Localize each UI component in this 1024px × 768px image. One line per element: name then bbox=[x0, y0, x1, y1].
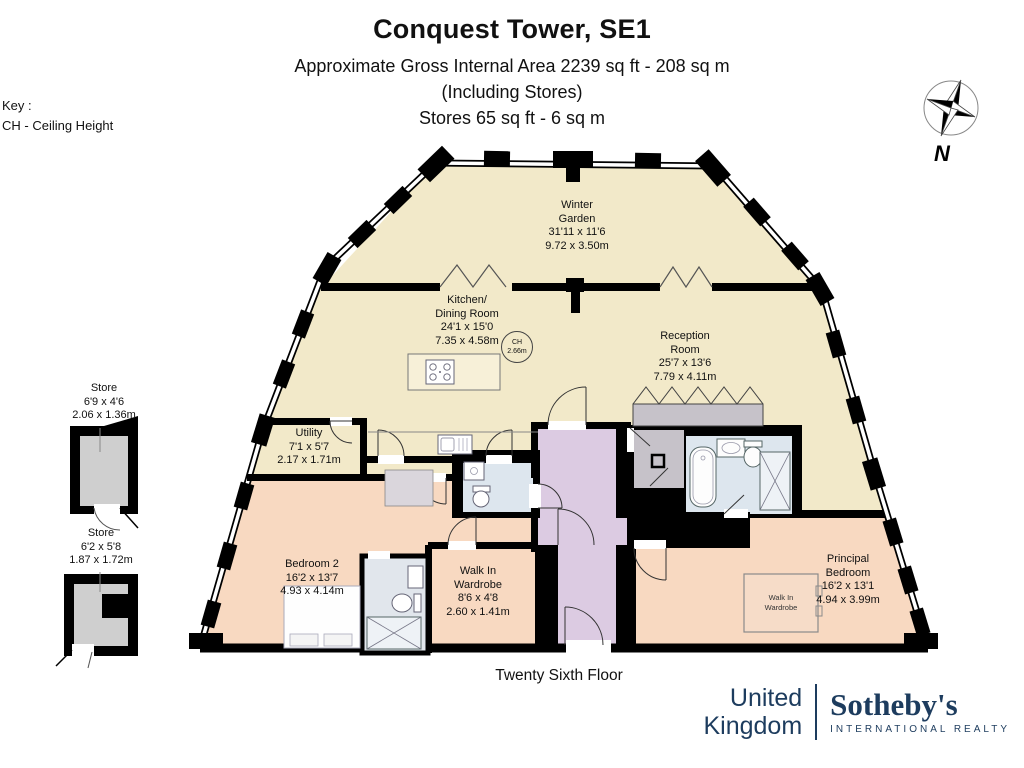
brand-wordmark: Sotheby's INTERNATIONAL REALTY bbox=[830, 687, 1010, 736]
store-lower-label: Store 6'2 x 5'8 1.87 x 1.72m bbox=[69, 527, 133, 566]
reception-label: Reception Room 25'7 x 13'6 7.79 x 4.11m bbox=[653, 330, 717, 383]
fridge-unit bbox=[384, 469, 434, 507]
store-structures bbox=[55, 416, 139, 669]
subtitle-including: (Including Stores) bbox=[441, 82, 583, 102]
subtitle-area: Approximate Gross Internal Area 2239 sq … bbox=[294, 56, 730, 76]
bedroom2-label: Bedroom 2 16'2 x 13'7 4.93 x 4.14m bbox=[280, 558, 344, 597]
bath-basin-icon bbox=[716, 438, 746, 458]
ensuite-toilet-tank bbox=[413, 593, 422, 613]
brand-subtitle: INTERNATIONAL REALTY bbox=[830, 724, 1010, 735]
sofa bbox=[632, 403, 764, 427]
brand-divider bbox=[815, 684, 818, 740]
winter-garden-area bbox=[321, 163, 820, 288]
brand-name: Sotheby's bbox=[830, 687, 958, 722]
structural-pillars bbox=[189, 145, 938, 649]
bath-toilet-tank bbox=[743, 440, 763, 448]
utility-label: Utility 7'1 x 5'7 2.17 x 1.71m bbox=[277, 427, 341, 466]
kitchen-dining-label: Kitchen/ Dining Room 24'1 x 15'0 7.35 x … bbox=[435, 294, 499, 347]
legend-key: Key : CH - Ceiling Height bbox=[2, 96, 113, 136]
walk-in-wardrobe-label: Walk In Wardrobe 8'6 x 4'8 2.60 x 1.41m bbox=[446, 565, 510, 618]
key-entry-ceiling-height: CH - Ceiling Height bbox=[2, 118, 114, 133]
bath-toilet-icon bbox=[743, 446, 763, 468]
compass-icon: N bbox=[923, 79, 979, 166]
floor-name-label: Twenty Sixth Floor bbox=[495, 667, 623, 684]
entrance-corridor-area bbox=[558, 545, 618, 645]
sofa-cushions bbox=[632, 386, 764, 405]
reception-principal-divider bbox=[800, 510, 888, 518]
brand-country-line2: Kingdom bbox=[703, 712, 803, 740]
ensuite-cabinet bbox=[407, 565, 424, 589]
walls bbox=[247, 278, 822, 653]
principal-walkin-label: Walk In Wardrobe bbox=[764, 593, 798, 612]
brand-logo: United Kingdom Sotheby's INTERNATIONAL R… bbox=[703, 684, 1010, 740]
principal-wardrobe-box bbox=[743, 573, 819, 633]
bathtub-icon bbox=[689, 446, 717, 508]
store-upper-label: Store 6'9 x 4'6 2.06 x 1.36m bbox=[72, 382, 136, 421]
ceiling-height-badge: CH 2.66m bbox=[501, 331, 533, 363]
corridor-right-wall bbox=[616, 545, 636, 648]
wc-basin-icon bbox=[463, 461, 485, 481]
winter-garden-label: Winter Garden 31'11 x 11'6 9.72 x 3.50m bbox=[545, 199, 609, 252]
ensuite-toilet-icon bbox=[391, 593, 413, 613]
fixtures bbox=[283, 353, 823, 656]
sink-icon bbox=[437, 434, 473, 455]
header: Conquest Tower, SE1 Approximate Gross In… bbox=[0, 14, 1024, 131]
compass-north-label: N bbox=[934, 141, 951, 166]
subtitle-stores: Stores 65 sq ft - 6 sq m bbox=[418, 108, 606, 128]
page-title: Conquest Tower, SE1 bbox=[373, 14, 651, 44]
corridor-left-wall bbox=[535, 545, 558, 648]
folding-door-zigzags bbox=[439, 263, 713, 289]
wc-toilet-icon bbox=[472, 490, 490, 508]
hall-area bbox=[535, 425, 627, 545]
principal-bedroom-label: Principal Bedroom 16'2 x 13'1 4.94 x 3.9… bbox=[816, 553, 880, 606]
brand-country: United Kingdom bbox=[703, 684, 802, 740]
key-title: Key : bbox=[2, 98, 32, 113]
brand-country-line1: United bbox=[729, 684, 803, 712]
